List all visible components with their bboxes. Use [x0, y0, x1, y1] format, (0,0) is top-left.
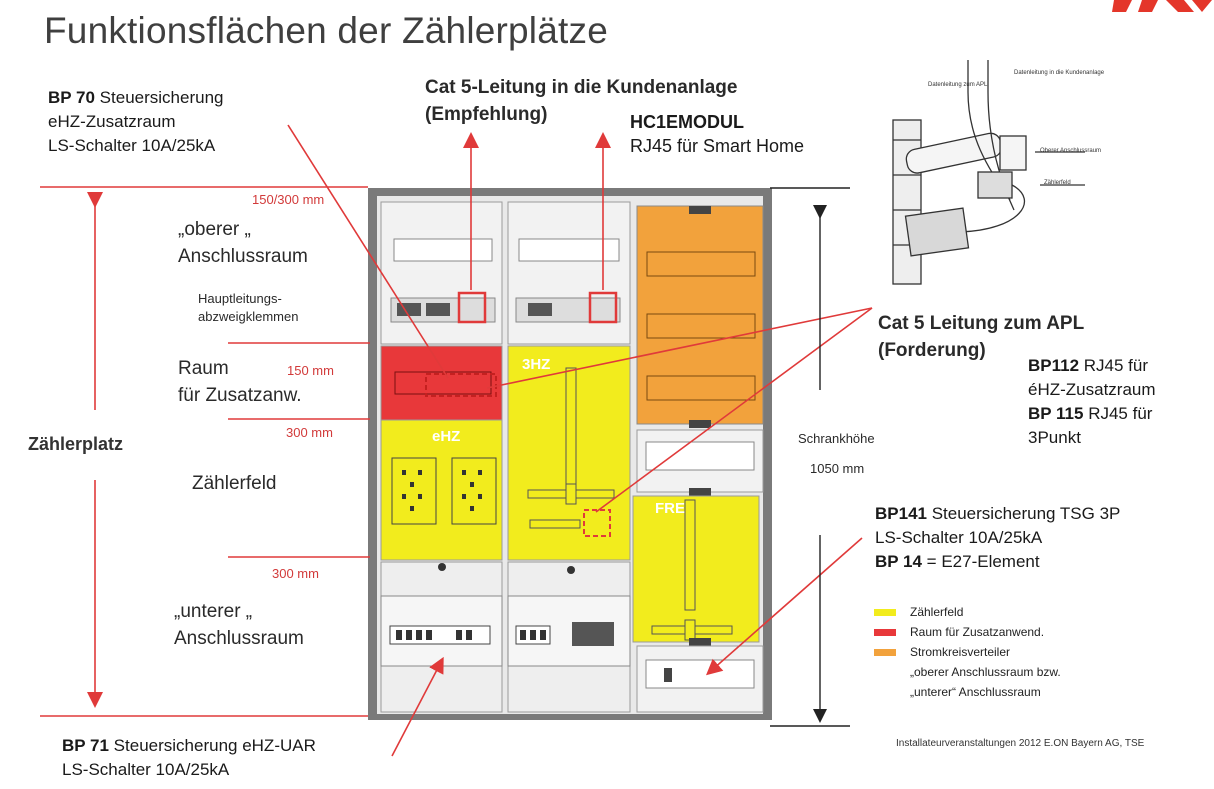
lower-connection-label: „unterer „ Anschlussraum: [174, 601, 304, 649]
legend-item: Raum für Zusatzanwend.: [874, 622, 1061, 642]
meter-field-label: Zählerfeld: [192, 473, 277, 494]
lower-connection-space: [380, 561, 764, 713]
dim-300-a: 300 mm: [286, 425, 333, 440]
photo-label-apl: Datenleitung zum APL: [928, 82, 988, 88]
upper-connection-space-left: [380, 201, 503, 345]
dim-150-300: 150/300 mm: [252, 192, 325, 207]
3hz-panel-label: 3HZ: [522, 356, 551, 373]
bp112-label: BP112 RJ45 für éHZ-Zusatzraum BP 115 RJ4…: [1028, 356, 1156, 447]
dim-300-b: 300 mm: [272, 566, 319, 581]
additional-use-space-red: [380, 345, 503, 421]
upper-connection-space-middle: [507, 201, 631, 345]
cat5-customer-label: Cat 5-Leitung in die Kundenanlage (Empfe…: [425, 77, 738, 125]
legend-item: Zählerfeld: [874, 602, 1061, 622]
dim-150: 150 mm: [287, 363, 334, 378]
main-line-terminals-label: Hauptleitungs- abzweigklemmen: [198, 291, 299, 324]
photo-label-upper: Oberer Anschlussraum: [1040, 148, 1102, 154]
brand-logo: [1054, 0, 1214, 14]
3hz-meter-field: [507, 345, 631, 561]
page-title: Funktionsflächen der Zählerplätze: [44, 10, 608, 51]
circuit-distributor-orange: [636, 205, 764, 428]
additional-space-label: Raum für Zusatzanw.: [178, 358, 302, 406]
bp70-label: BP 70 Steuersicherung eHZ-Zusatzraum LS-…: [48, 88, 224, 155]
bp71-label: BP 71 Steuersicherung eHZ-UAR LS-Schalte…: [62, 736, 316, 779]
ehz-meter-field: [380, 419, 503, 561]
hc1-module-label: HC1EMODUL RJ45 für Smart Home: [630, 112, 805, 156]
legend-item: „unterer“ Anschlussraum: [910, 685, 1041, 699]
footer-text: Installateurveranstaltungen 2012 E.ON Ba…: [896, 738, 1145, 749]
legend-item: „oberer Anschlussraum bzw.: [910, 665, 1061, 679]
photo-label-customer: Datenleitung in die Kundenanlage: [1014, 70, 1105, 76]
cat5-apl-label: Cat 5 Leitung zum APL (Forderung): [878, 313, 1085, 361]
fre-meter-field: [632, 495, 760, 646]
upper-connection-label: „oberer „ Anschlussraum: [178, 219, 308, 267]
cabinet-height-label: Schrankhöhe 1050 mm: [798, 431, 875, 476]
ehz-panel-label: eHZ: [432, 428, 461, 445]
legend-item: Stromkreisverteiler: [874, 642, 1061, 662]
bp141-label: BP141 Steuersicherung TSG 3P LS-Schalter…: [875, 504, 1121, 571]
installation-photo: [892, 60, 1085, 285]
fre-panel-label: FRE: [655, 500, 685, 517]
photo-label-meterfield: Zählerfeld: [1044, 180, 1071, 186]
meter-place-label: Zählerplatz: [28, 434, 124, 454]
meter-field-right-upper: [636, 429, 764, 496]
legend: Zählerfeld Raum für Zusatzanwend. Stromk…: [874, 602, 1061, 702]
